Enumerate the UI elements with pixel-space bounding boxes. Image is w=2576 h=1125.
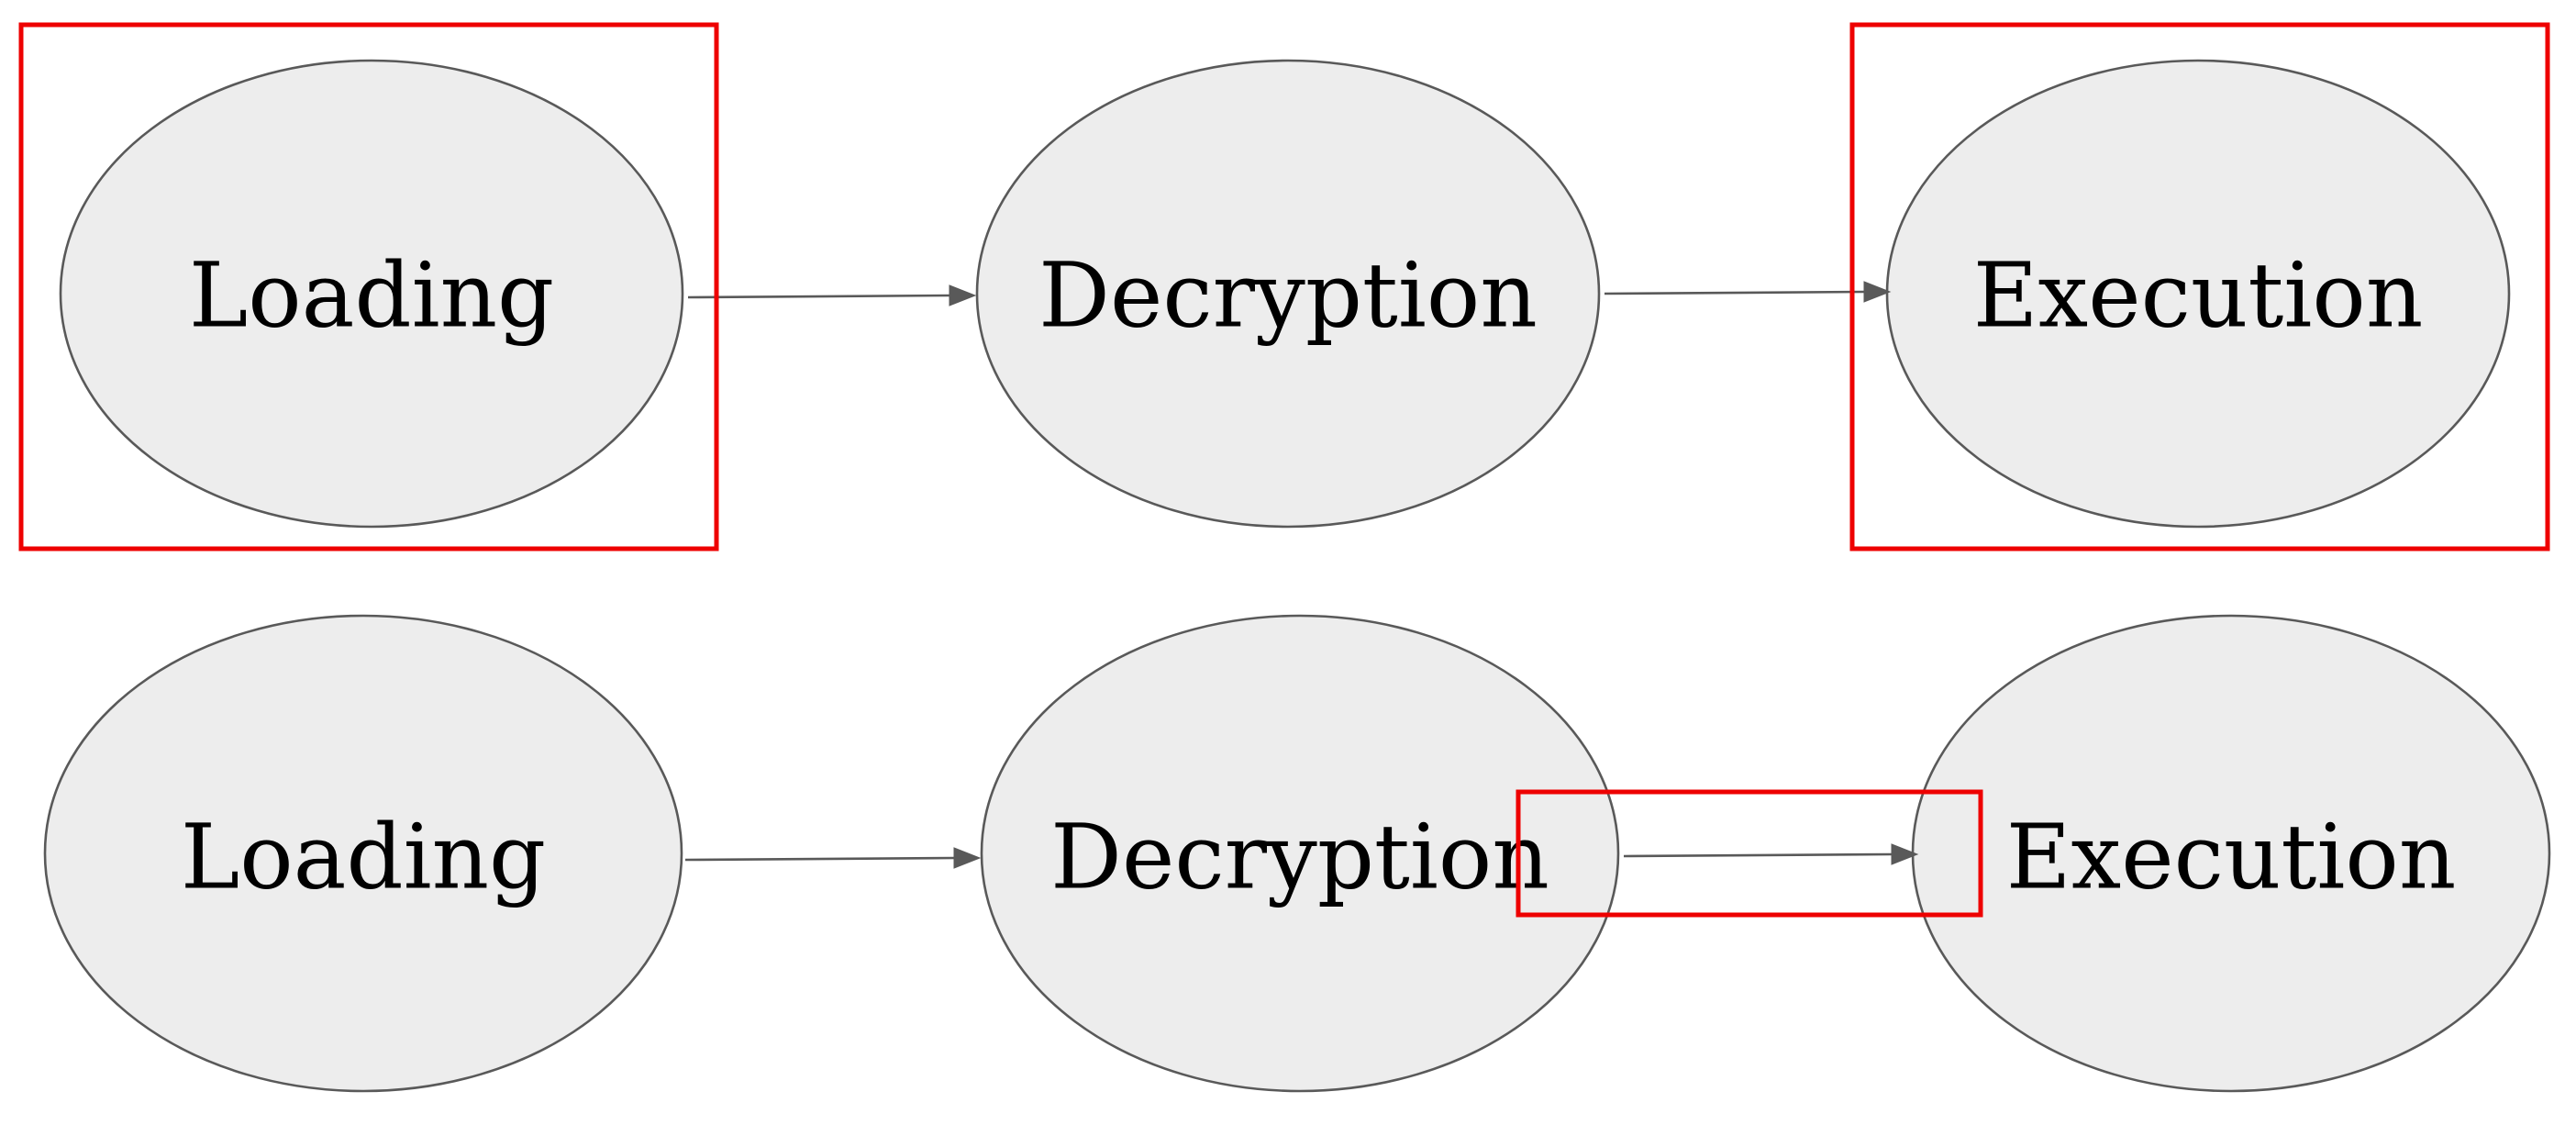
arrowhead-icon xyxy=(1891,843,1919,865)
edge-loading-to-decryption xyxy=(684,847,982,869)
node-label: Execution xyxy=(2006,806,2457,909)
node-ellipse xyxy=(43,614,683,1093)
edge-line xyxy=(1623,852,1893,858)
node-ellipse xyxy=(59,59,684,529)
node-label: Execution xyxy=(1973,244,2424,348)
edge-line xyxy=(687,294,950,299)
diagram-bottom: Loading Decryption Execution xyxy=(43,614,2551,1093)
edge-decryption-to-execution xyxy=(1623,843,1919,865)
node-loading: Loading xyxy=(59,59,684,529)
node-execution: Execution xyxy=(1911,614,2551,1093)
node-decryption: Decryption xyxy=(975,59,1601,529)
node-ellipse xyxy=(1885,59,2511,529)
node-decryption: Decryption xyxy=(980,614,1620,1093)
node-ellipse xyxy=(975,59,1601,529)
node-label: Loading xyxy=(181,806,546,909)
edge-line xyxy=(1604,290,1865,295)
diagram-top: Loading Decryption Execution xyxy=(18,22,2550,551)
node-label: Loading xyxy=(189,244,554,348)
highlight-box-loading xyxy=(18,22,719,551)
highlight-box-execution xyxy=(1849,22,2550,551)
highlight-box-edge xyxy=(1516,789,1983,918)
arrowhead-icon xyxy=(953,847,982,869)
node-ellipse xyxy=(980,614,1620,1093)
arrowhead-icon xyxy=(1863,281,1892,303)
node-label: Decryption xyxy=(1050,806,1549,909)
edge-line xyxy=(684,856,955,862)
node-label: Decryption xyxy=(1038,244,1538,348)
edge-loading-to-decryption xyxy=(687,284,977,306)
edge-decryption-to-execution xyxy=(1604,281,1892,303)
node-execution: Execution xyxy=(1885,59,2511,529)
arrowhead-icon xyxy=(949,284,977,306)
node-loading: Loading xyxy=(43,614,683,1093)
